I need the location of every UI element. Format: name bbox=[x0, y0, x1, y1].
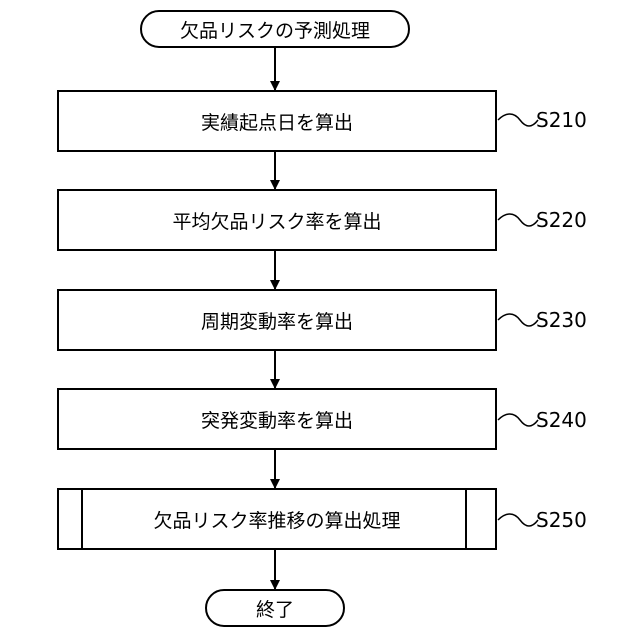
leader-s240 bbox=[498, 414, 538, 426]
process-text: 突発変動率を算出 bbox=[201, 406, 353, 433]
leader-s250 bbox=[498, 514, 538, 526]
process-text: 実績起点日を算出 bbox=[201, 108, 353, 135]
leader-s210 bbox=[498, 114, 538, 126]
process-box-s220: 平均欠品リスク率を算出 bbox=[57, 189, 497, 251]
end-terminal: 終了 bbox=[205, 589, 345, 627]
step-label-s240: S240 bbox=[536, 405, 606, 435]
process-box-s240: 突発変動率を算出 bbox=[57, 388, 497, 450]
process-text: 平均欠品リスク率を算出 bbox=[172, 207, 381, 234]
step-label-s250: S250 bbox=[536, 505, 606, 535]
predefined-left-bar bbox=[81, 490, 83, 548]
process-text: 周期変動率を算出 bbox=[201, 307, 353, 334]
process-box-s210: 実績起点日を算出 bbox=[57, 90, 497, 152]
start-text: 欠品リスクの予測処理 bbox=[180, 16, 370, 43]
predefined-right-bar bbox=[465, 490, 467, 548]
step-label-s230: S230 bbox=[536, 305, 606, 335]
start-terminal: 欠品リスクの予測処理 bbox=[140, 10, 410, 48]
end-text: 終了 bbox=[256, 595, 294, 622]
process-box-s230: 周期変動率を算出 bbox=[57, 289, 497, 351]
predefined-process-box-s250: 欠品リスク率推移の算出処理 bbox=[57, 488, 497, 550]
step-label-s210: S210 bbox=[536, 105, 606, 135]
leader-s220 bbox=[498, 214, 538, 226]
leader-s230 bbox=[498, 314, 538, 326]
step-label-s220: S220 bbox=[536, 205, 606, 235]
process-text: 欠品リスク率推移の算出処理 bbox=[153, 506, 400, 533]
